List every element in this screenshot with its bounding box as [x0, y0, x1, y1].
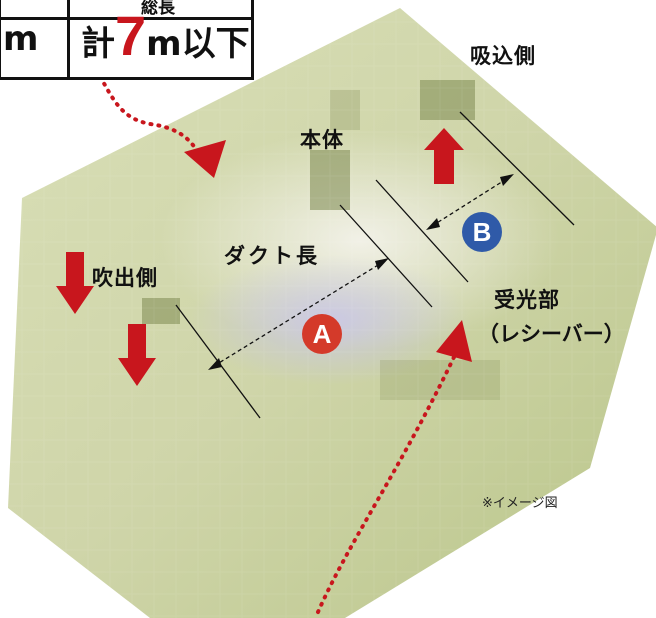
spec-table-header-row: [1, 0, 251, 20]
intake-side-label: 吸込側: [470, 44, 536, 68]
outlet-side-label: 吹出側: [92, 266, 158, 290]
double-headed-dashed-arrow-icon: [213, 177, 509, 367]
duct-length-label: ダクト長: [224, 244, 320, 268]
total-number: 7: [115, 4, 147, 67]
spec-table: 総長 m 計7m以下: [0, 0, 254, 80]
duct-guide-lines: [175, 111, 575, 419]
spec-table-divider: [67, 0, 70, 77]
receiver-sub-label: （レシーバー）: [478, 322, 625, 346]
red-pointer-arrow-icon: [184, 140, 226, 178]
dotted-pointer-lines: [94, 68, 457, 614]
spec-table-col2-header: 総長: [141, 0, 175, 18]
total-prefix: 計: [81, 24, 115, 64]
spec-table-col1-value: m: [3, 19, 39, 59]
badge-b: B: [462, 212, 502, 252]
red-up-arrow-icon: [424, 128, 464, 184]
dashed-arrow-heads: [208, 174, 514, 370]
red-pointer-arrow-icon: [436, 320, 472, 362]
spec-table-total: 計7m以下: [81, 3, 250, 68]
main-unit-label: 本体: [300, 128, 344, 152]
red-down-arrow-icon: [118, 324, 156, 386]
badge-a: A: [302, 314, 342, 354]
receiver-label: 受光部: [494, 288, 560, 312]
red-down-arrow-icon: [56, 252, 94, 314]
total-suffix: m以下: [146, 24, 250, 64]
image-note: ※イメージ図: [482, 496, 558, 511]
mosaic-overlay: [8, 8, 656, 618]
